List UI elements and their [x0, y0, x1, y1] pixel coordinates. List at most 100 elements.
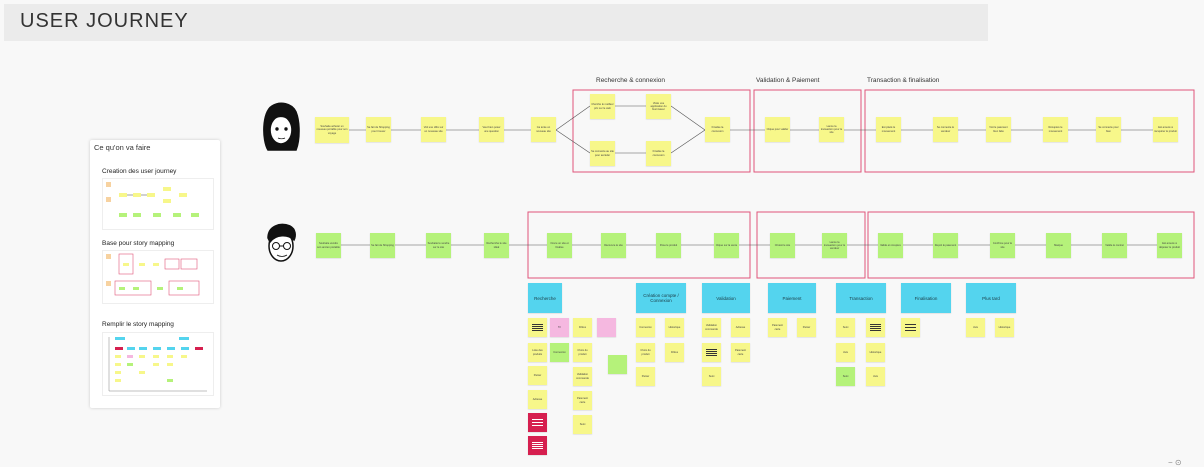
story-header-finalisation[interactable]: Finalisation	[901, 283, 951, 313]
story-note[interactable]: Paiement carte	[573, 391, 592, 410]
step-label-1: Creation des user journey	[102, 168, 177, 175]
story-note[interactable]: Paiement carte	[731, 343, 750, 362]
journey-sticky[interactable]: Souhaite acheter un nouveau portable pou…	[315, 117, 349, 143]
story-note[interactable]: Historique	[665, 318, 684, 337]
story-header-transaction[interactable]: Transaction	[836, 283, 886, 313]
story-note[interactable]: Panier	[528, 366, 547, 385]
story-note[interactable]: Paiement carte	[768, 318, 787, 337]
story-note[interactable]: Suivi	[836, 318, 855, 337]
page-title: USER JOURNEY	[20, 10, 189, 32]
story-note[interactable]	[702, 343, 721, 362]
story-note[interactable]	[528, 318, 547, 337]
journey-sticky[interactable]: Découvre le site	[601, 233, 626, 258]
journey-sticky[interactable]: Reçoit le paiement	[933, 233, 958, 258]
journey-sticky[interactable]: Souhaite le vendre sur le site	[426, 233, 451, 258]
thumbnail-user-journey[interactable]	[102, 178, 214, 230]
journey-sticky[interactable]: Se connecte au site pour accéder	[590, 141, 615, 166]
journey-sticky[interactable]: Se connecte le vendeur	[933, 117, 958, 142]
text-lines-icon	[706, 349, 717, 356]
journey-sticky[interactable]: Est amené à récupérer le produit	[1153, 117, 1178, 142]
group-box-transaction-1[interactable]	[864, 89, 1195, 173]
story-note[interactable]	[866, 318, 885, 337]
journey-sticky[interactable]: Clique pour valider	[765, 117, 790, 142]
journey-sticky[interactable]: Se fait de Shopping pour trouver	[366, 117, 391, 142]
journey-sticky[interactable]: Veut bien poser une question	[479, 117, 504, 142]
story-note[interactable]: Avis	[866, 367, 885, 386]
thumbnail-story-map[interactable]	[102, 332, 214, 396]
story-header-paiement[interactable]: Paiement	[768, 283, 816, 313]
story-note[interactable]: Validation commande	[702, 318, 721, 337]
journey-sticky[interactable]: Ouvre un site et finalise	[547, 233, 572, 258]
story-note[interactable]	[528, 436, 547, 455]
journey-sticky[interactable]: Souhaite vendre son ancien portable	[316, 233, 341, 258]
journey-sticky[interactable]: Lance la transaction pour le site	[819, 117, 844, 142]
journey-sticky[interactable]: Confirme pour le site	[990, 233, 1015, 258]
journey-sticky[interactable]: Se fait de Shopping	[370, 233, 395, 258]
group-box-recherche-1[interactable]	[572, 89, 751, 173]
step-label-2: Base pour story mapping	[102, 240, 175, 247]
journey-sticky[interactable]: Voit une offre sur un nouveau site	[421, 117, 446, 142]
story-header-validation[interactable]: Validation	[702, 283, 750, 313]
story-note[interactable]: Filtres	[665, 343, 684, 362]
section-label-recherche: Recherche & connexion	[596, 77, 666, 84]
zoom-control-icon[interactable]: − ⊙	[1168, 458, 1182, 467]
story-note-blank[interactable]	[597, 318, 616, 337]
journey-sticky[interactable]: Valide et récupère	[878, 233, 903, 258]
thumbnail-user-journey-drawing	[106, 182, 199, 217]
section-label-validation: Validation & Paiement	[756, 77, 820, 84]
journey-sticky[interactable]: Finalise la connexion	[646, 141, 671, 166]
story-note[interactable]: Suivi	[836, 367, 855, 386]
story-note[interactable]: Filtres	[573, 318, 592, 337]
section-label-transaction: Transaction & finalisation	[867, 77, 940, 84]
story-note[interactable]: Panier	[797, 318, 816, 337]
journey-sticky[interactable]: Est amené à déposer le produit	[1157, 233, 1182, 258]
journey-sticky[interactable]: Voit le paiement bien faite	[986, 117, 1011, 142]
journey-sticky[interactable]: Visite une application du fournisseur	[646, 94, 671, 119]
journey-group-boxes	[527, 89, 1195, 279]
thumbnail-story-base[interactable]	[102, 250, 214, 304]
group-box-validation-1[interactable]	[753, 89, 862, 173]
story-note[interactable]: Adresse	[528, 390, 547, 409]
story-note[interactable]: Adresse	[731, 318, 750, 337]
story-note[interactable]: Historique	[866, 343, 885, 362]
story-note[interactable]: Connexion	[636, 318, 655, 337]
journey-sticky[interactable]: Choisit le site	[770, 233, 795, 258]
journey-sticky[interactable]: Pose le produit	[656, 233, 681, 258]
text-lines-icon	[870, 324, 881, 331]
story-header-plus-tard[interactable]: Plus tard	[966, 283, 1016, 313]
journey-sticky[interactable]: Lance la transaction pour le vendeur	[822, 233, 847, 258]
text-lines-icon	[532, 419, 543, 426]
story-note[interactable]	[901, 318, 920, 337]
story-note-blank[interactable]	[608, 355, 627, 374]
journey-sticky[interactable]: Se connecte pour bien	[1096, 117, 1121, 142]
journey-sticky[interactable]: Récupère le mouvement	[1043, 117, 1068, 142]
journey-sticky[interactable]: Valide le contrat	[1102, 233, 1127, 258]
journey-sticky[interactable]: Finalise la connexion	[705, 117, 730, 142]
journey-sticky[interactable]: Est placé le mouvement	[876, 117, 901, 142]
journey-sticky[interactable]: Ca tente un nouveau site	[531, 117, 556, 142]
text-lines-icon	[532, 442, 543, 449]
story-note[interactable]: Historique	[995, 318, 1014, 337]
story-header-creation-compte[interactable]: Création compte / Connexion	[636, 283, 686, 313]
journey-sticky[interactable]: Recherche le site idéal	[484, 233, 509, 258]
story-note[interactable]: Choix du produit	[636, 343, 655, 362]
story-note[interactable]: Tri	[550, 318, 569, 337]
story-note[interactable]: Liste des produits	[528, 343, 547, 362]
story-note[interactable]: Avis	[966, 318, 985, 337]
story-header-recherche[interactable]: Recherche	[528, 283, 562, 313]
journey-sticky[interactable]: Cherche le meilleur prix sur le web	[590, 94, 615, 119]
story-note[interactable]: Suivi	[573, 415, 592, 434]
journey-sticky[interactable]: Marque	[1046, 233, 1071, 258]
thumbnail-story-base-drawing	[106, 253, 200, 296]
text-lines-icon	[532, 324, 543, 331]
story-note[interactable]: Validation commande	[573, 367, 592, 386]
story-note[interactable]: Avis	[836, 343, 855, 362]
story-note[interactable]: Choix du produit	[573, 343, 592, 362]
panel-heading: Ce qu'on va faire	[94, 143, 151, 152]
journey-sticky[interactable]: Clique sur la vente	[714, 233, 739, 258]
story-note[interactable]	[528, 413, 547, 432]
story-note[interactable]: Connexion	[550, 343, 569, 362]
story-note[interactable]: Panier	[636, 367, 655, 386]
overview-panel[interactable]: Ce qu'on va faire Creation des user jour…	[90, 140, 220, 408]
story-note[interactable]: Suivi	[702, 367, 721, 386]
